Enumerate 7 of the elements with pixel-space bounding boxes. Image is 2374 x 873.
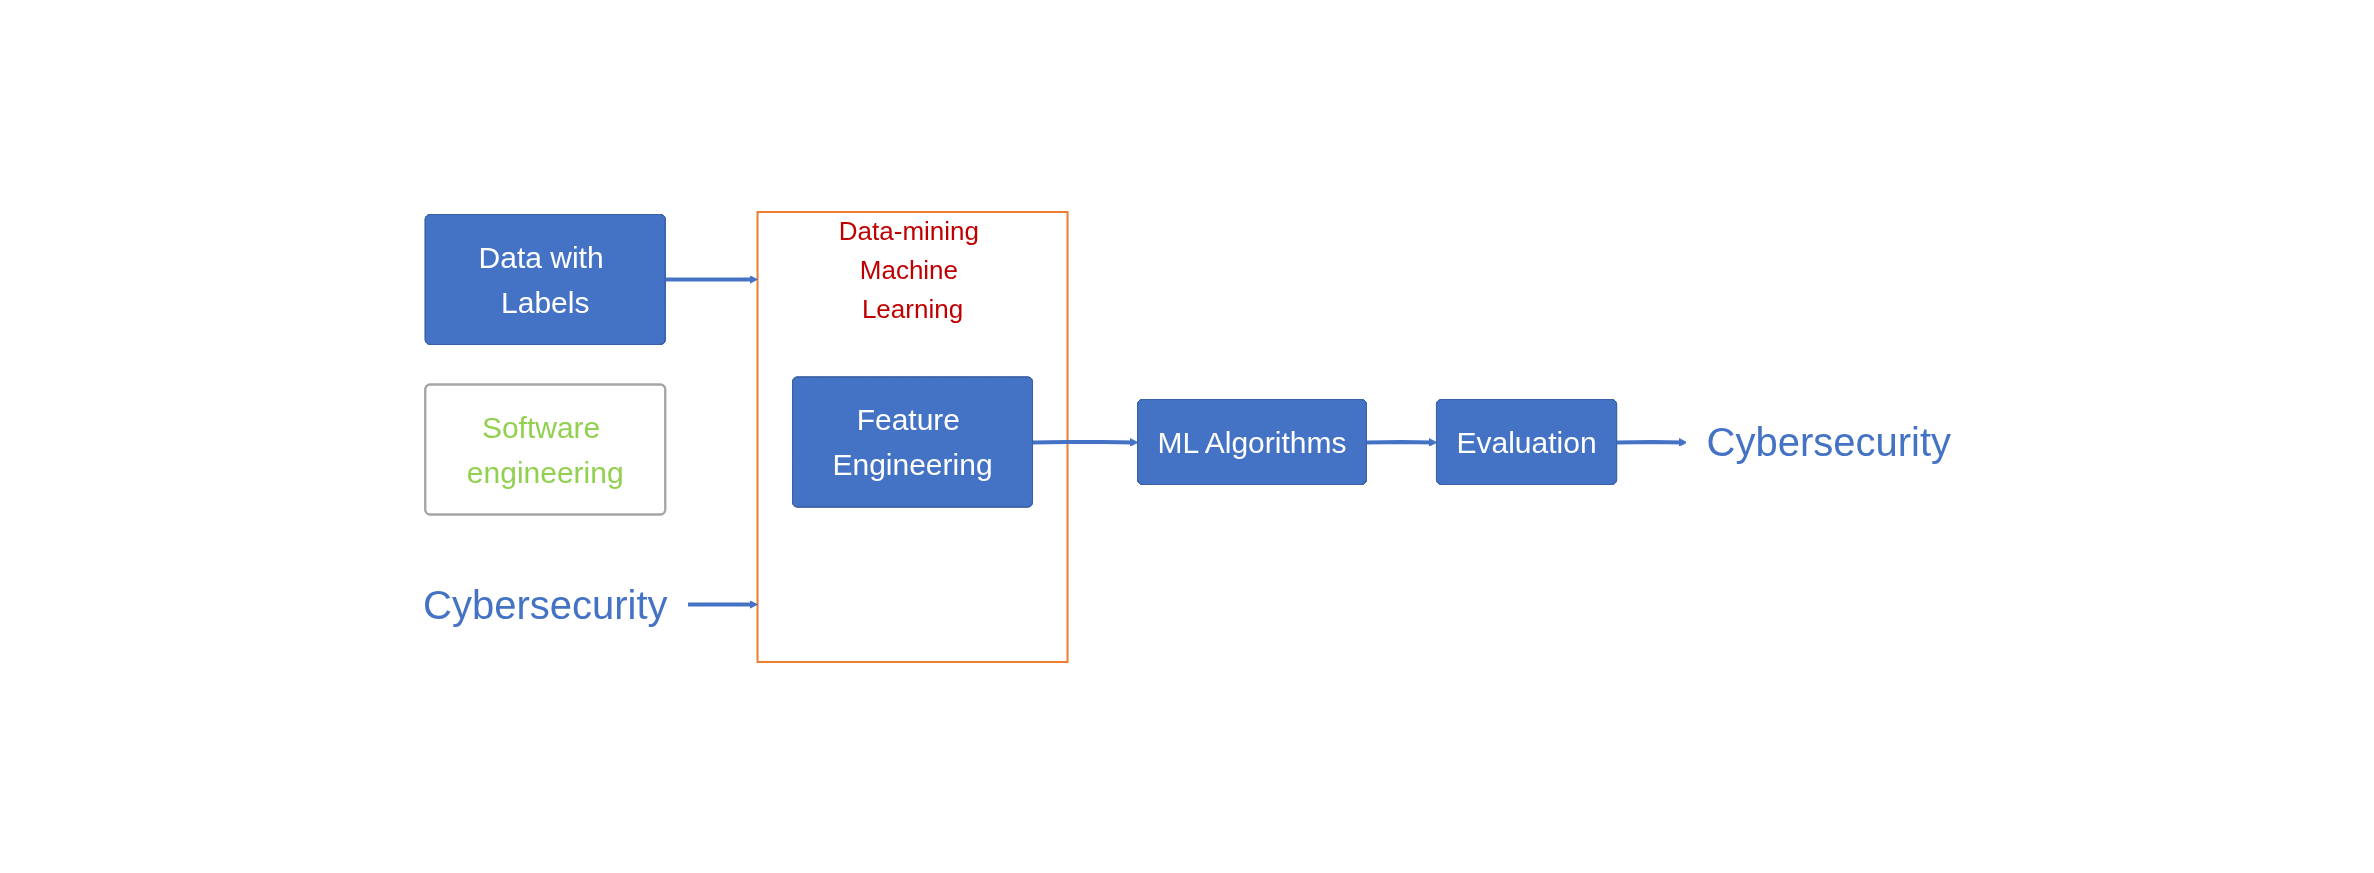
arrow [665, 274, 758, 284]
node-text: Cybersecurity [1706, 419, 1952, 464]
arrow [687, 599, 758, 609]
arrow [1366, 437, 1438, 447]
arrow [1032, 437, 1139, 447]
arrow [1617, 437, 1688, 447]
node-text: Cybersecurity [422, 582, 668, 626]
